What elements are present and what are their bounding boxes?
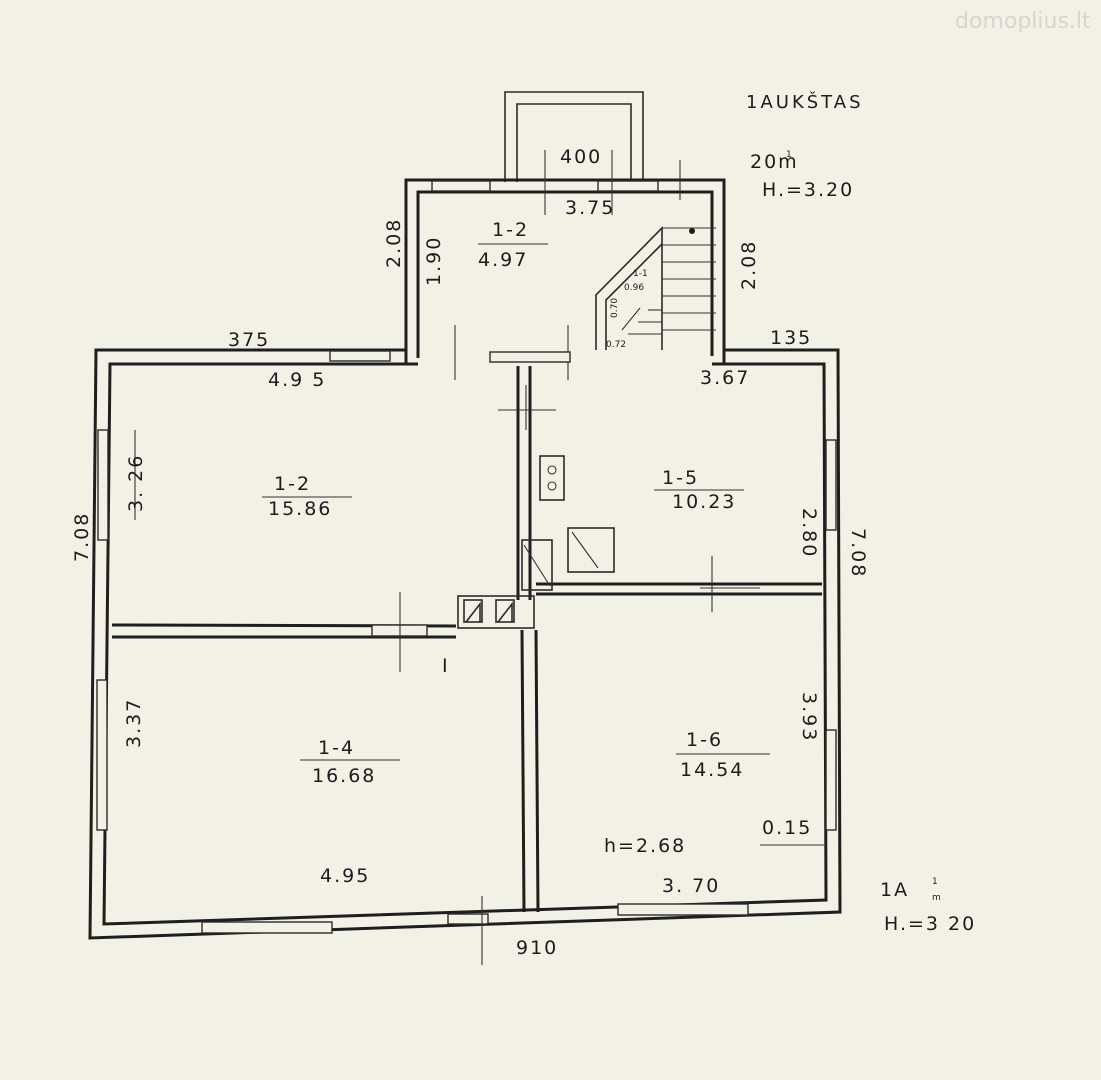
room-porch-id: 1-2 [492,219,529,241]
dim-left-top-outer: 375 [228,329,270,351]
room-stair-id: 1-1 [633,269,648,279]
dim-room12-width: 4.9 5 [268,369,326,391]
dim-room14-height: 3.37 [123,698,145,748]
dim-porch-top-inner: 3.75 [565,197,615,219]
dim-porch-right: 2.08 [738,240,760,290]
dim-room14-width: 4.95 [320,865,370,887]
dim-room12-height: 3. 26 [125,454,147,512]
room-porch: 1-2 4.97 [478,219,548,271]
bottom-note-unit: m [932,893,941,903]
bottom-note-line1: 1A [880,879,909,901]
dim-porch-left-inner: 1.90 [423,236,445,286]
porch-block [404,91,726,380]
dim-room16-ceiling: h=2.68 [604,835,686,857]
dim-stair-a: 0.70 [610,298,620,318]
room-left-top-id: 1-2 [274,473,311,495]
dim-left-total: 7.08 [71,512,93,562]
dim-bottom-total: 910 [516,937,558,959]
dim-wall-mark: 0.15 [762,817,812,839]
floor-title: 1AUKŠTAS [746,91,864,113]
room-kitchen: 1-5 10.23 [654,467,744,513]
room-kitchen-area: 10.23 [672,491,736,513]
entrance-step [504,91,644,182]
bottom-note-frac: 1 [932,877,938,887]
room-left-top: 1-2 15.86 [262,473,352,520]
room-right-bottom-area: 14.54 [680,759,744,781]
room-left-bottom: 1-4 16.68 [300,737,400,787]
room-left-bottom-id: 1-4 [318,737,355,759]
entrance-step-inner [516,103,632,182]
room-stair-area: 0.96 [624,283,644,293]
room-left-bottom-area: 16.68 [312,765,376,787]
dim-room15-width: 3.67 [700,367,750,389]
watermark: domoplius.lt [955,9,1091,34]
room-left-top-area: 15.86 [268,498,332,520]
dimension-labels: 400 3.75 2.08 1.90 2.08 0.70 0.72 375 13… [71,146,869,959]
top-note-frac: 1 [786,150,792,160]
top-note-line2: H.=3.20 [762,179,854,201]
room-porch-area: 4.97 [478,249,528,271]
dim-room16-height: 3.93 [798,692,820,742]
dim-right-total: 7.08 [847,528,869,578]
room-kitchen-id: 1-5 [662,467,699,489]
bottom-note-line2: H.=3 20 [884,913,976,935]
top-note-line1: 20m [750,151,799,173]
top-right-note: 20m 1 H.=3.20 [750,150,854,201]
dim-porch-left-outer: 2.08 [383,218,405,268]
dim-room15-height: 2.80 [798,508,820,558]
room-stair: 1-1 0.96 [624,269,648,293]
room-right-bottom-id: 1-6 [686,729,723,751]
dim-stair-b: 0.72 [606,340,626,350]
bottom-right-note: 1A 1 m H.=3 20 [880,877,976,935]
room-right-bottom: 1-6 14.54 [676,729,770,781]
dim-porch-top-outer: 400 [560,146,602,168]
dim-room16-width: 3. 70 [662,875,720,897]
door-mark: I [442,655,450,677]
dim-right-top-outer: 135 [770,327,812,349]
house-walls [88,348,842,965]
